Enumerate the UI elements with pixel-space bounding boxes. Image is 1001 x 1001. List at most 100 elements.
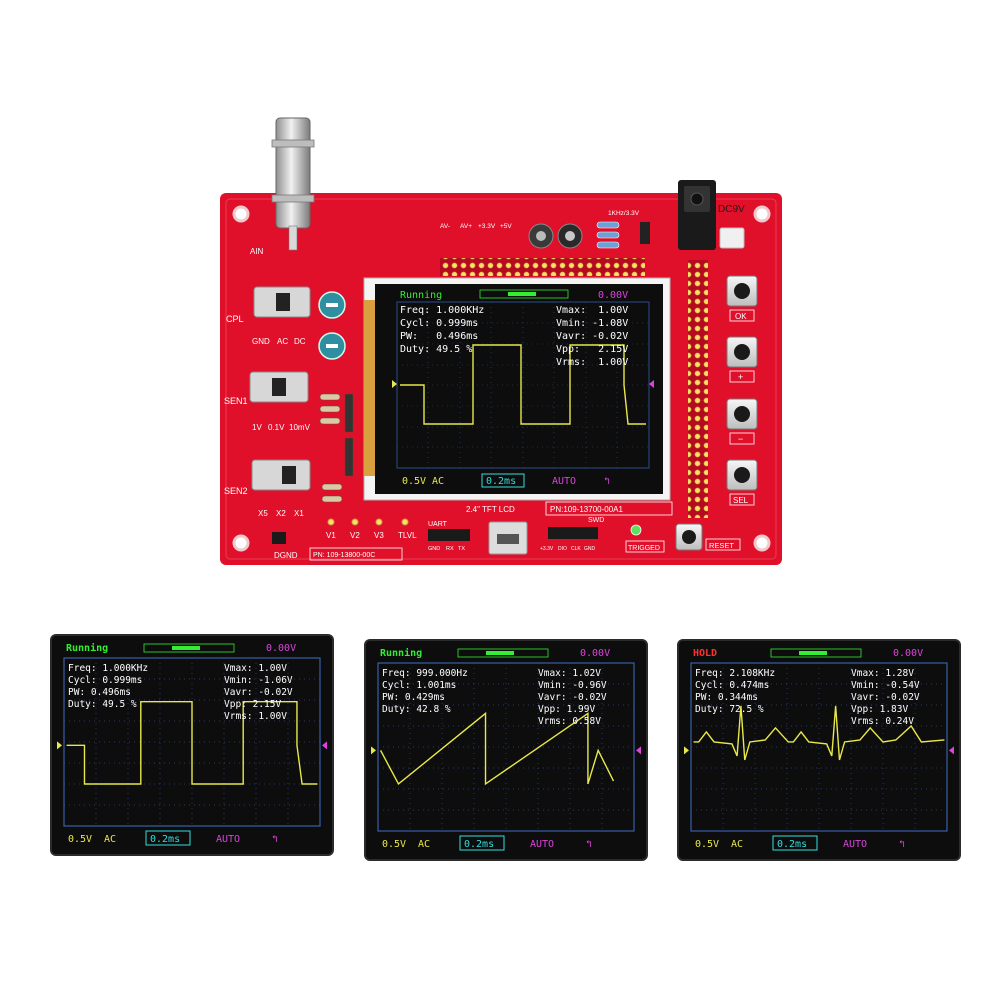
- timebase-marker: [486, 651, 514, 655]
- sen2-switch[interactable]: [251, 459, 311, 491]
- button-sel-label: SEL: [733, 496, 749, 505]
- timebase-marker: [172, 646, 200, 650]
- measurement-left: Cycl: 1.001ms: [382, 680, 456, 691]
- trigger-marker-left: [371, 746, 376, 755]
- plot-grid: [378, 663, 634, 831]
- swd-label: SWD: [588, 517, 604, 524]
- trigger-mode: AUTO: [530, 839, 554, 850]
- time-div-box: [772, 835, 818, 851]
- trigger-marker-left: [684, 746, 689, 755]
- mounting-holes: [232, 205, 771, 552]
- button-ok[interactable]: [726, 275, 758, 307]
- capacitors: [528, 223, 583, 249]
- scope-status: HOLD: [693, 648, 717, 659]
- trigged-led: [630, 524, 642, 536]
- measurement-right: Vmax: 1.00V: [224, 663, 287, 674]
- timebase-indicator: [143, 643, 235, 653]
- bnc-connector: [271, 117, 315, 251]
- lcd-offset: 0.00V: [598, 290, 628, 301]
- lcd-vmin: Vmin: -1.08V: [556, 318, 628, 329]
- trigger-edge-icon: ↰: [272, 834, 278, 845]
- plot-grid: [691, 663, 947, 831]
- sen1-label: SEN1: [224, 396, 248, 406]
- cpl-switch[interactable]: [253, 286, 311, 318]
- trigger-edge-icon: ↰: [899, 839, 905, 850]
- trigger-edge-icon: ↰: [586, 839, 592, 850]
- measurement-left: PW: 0.496ms: [68, 687, 131, 698]
- lcd-module-label: 2.4" TFT LCD: [466, 505, 515, 514]
- measurement-right: Vrms: 0.58V: [538, 716, 601, 727]
- button-minus-label: −: [738, 434, 743, 444]
- lcd-trig: ↰: [604, 476, 610, 487]
- measurement-right: Vmin: -1.06V: [224, 675, 293, 686]
- sen1-option-1v: 1V: [252, 423, 262, 432]
- sen2-label: SEN2: [224, 486, 248, 496]
- trigger-marker-right: [322, 741, 327, 750]
- measurement-left: Duty: 42.8 %: [382, 704, 451, 715]
- measurement-right: Vrms: 0.24V: [851, 716, 914, 727]
- measurement-left: Freq: 2.108KHz: [695, 668, 775, 679]
- measurement-left: Freq: 1.000KHz: [68, 663, 148, 674]
- measurement-right: Vavr: -0.02V: [851, 692, 920, 703]
- top-pin-header: [440, 258, 645, 276]
- swd-pin-gnd: GND: [584, 546, 596, 552]
- uart-label: UART: [428, 521, 448, 528]
- tp-label-v2: V2: [350, 531, 360, 540]
- volt-div: 0.5V: [68, 834, 92, 845]
- uart-header: [428, 529, 470, 541]
- lcd-mode: AUTO: [552, 476, 576, 487]
- oscilloscope-kit-board: AIN DC9V AV- AV+ +3.3V +5V 1KHz/3.3V CPL…: [220, 117, 782, 565]
- measurement-left: PW: 0.429ms: [382, 692, 445, 703]
- lcd-vmax: Vmax: 1.00V: [556, 305, 628, 316]
- scope-offset: 0.00V: [266, 643, 296, 654]
- sen1-option-0-1v: 0.1V: [268, 423, 285, 432]
- button-sel[interactable]: [726, 459, 758, 491]
- trigger-mode: AUTO: [216, 834, 240, 845]
- cpl-label: CPL: [226, 314, 244, 324]
- measurement-left: Duty: 49.5 %: [68, 699, 137, 710]
- power-label-av-minus: AV-: [440, 223, 450, 230]
- measurement-left: Freq: 999.000Hz: [382, 668, 468, 679]
- measurement-right: Vavr: -0.02V: [538, 692, 607, 703]
- coupling: AC: [104, 834, 116, 845]
- sen1-switch[interactable]: [249, 371, 309, 403]
- sen2-option-x1: X1: [294, 509, 304, 518]
- coupling: AC: [418, 839, 430, 850]
- time-div: 0.2ms: [464, 839, 494, 850]
- lcd-screen: [375, 284, 663, 494]
- button-plus[interactable]: [726, 336, 758, 368]
- button-reset[interactable]: [675, 523, 703, 551]
- time-div: 0.2ms: [150, 834, 180, 845]
- button-minus[interactable]: [726, 398, 758, 430]
- measurement-left: Duty: 72.5 %: [695, 704, 764, 715]
- timebase-indicator: [770, 648, 862, 658]
- lcd-volt-div: 0.5V: [402, 476, 426, 487]
- lcd-vavr: Vavr: -0.02V: [556, 331, 628, 342]
- scope-status: Running: [380, 647, 422, 659]
- test-point-pins: [327, 518, 409, 526]
- cpl-option-gnd: GND: [252, 337, 270, 346]
- measurement-right: Vmin: -0.96V: [538, 680, 607, 691]
- measurement-right: Vpp: 1.99V: [538, 704, 595, 715]
- dc9v-label: DC9V: [718, 204, 745, 215]
- usb-connector[interactable]: [488, 521, 528, 555]
- measurement-left: PW: 0.344ms: [695, 692, 758, 703]
- scope-offset: 0.00V: [580, 648, 610, 659]
- resistors-left: [319, 393, 354, 503]
- trimmer-pots[interactable]: [318, 291, 346, 360]
- power-label-5v: +5V: [500, 223, 512, 230]
- uart-pin-gnd: GND: [428, 546, 440, 552]
- measurement-left: Cycl: 0.999ms: [68, 675, 142, 686]
- measurement-right: Vpp: 2.15V: [224, 699, 281, 710]
- scope-offset: 0.00V: [893, 648, 923, 659]
- timebase-marker: [799, 651, 827, 655]
- timebase-indicator: [457, 648, 549, 658]
- swd-pin-clk: CLK: [571, 546, 581, 552]
- trigged-label: TRIGGED: [628, 545, 660, 552]
- sen2-option-x5: X5: [258, 509, 268, 518]
- time-div: 0.2ms: [777, 839, 807, 850]
- lcd-duty: Duty: 49.5 %: [400, 344, 472, 355]
- lcd-status: Running: [400, 290, 442, 301]
- trigger-marker-right: [636, 746, 641, 755]
